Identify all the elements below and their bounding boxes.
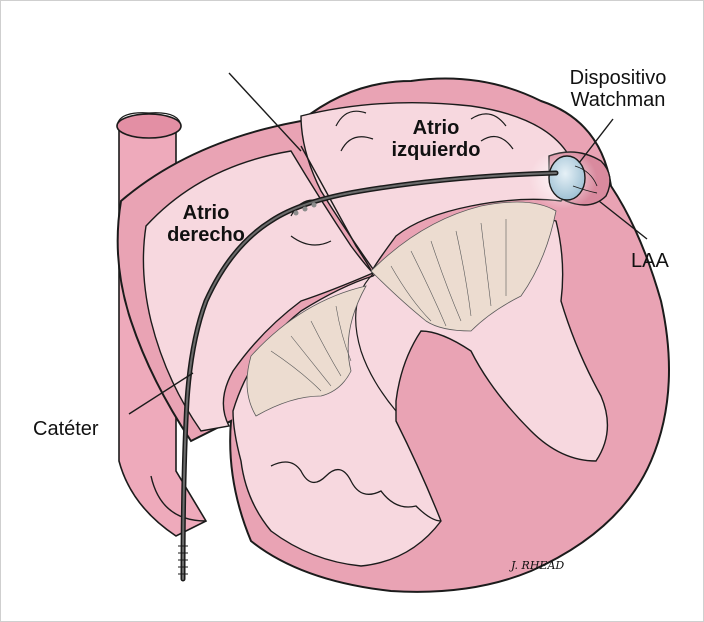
artist-signature: J. RHEAD — [511, 559, 564, 572]
label-watchman-line1: Dispositivo — [558, 67, 678, 89]
label-left-atrium: Atrio izquierdo — [391, 117, 481, 161]
puncture-dot — [294, 211, 299, 216]
puncture-dot — [303, 207, 308, 212]
label-right-atrium-line1: Atrio — [161, 202, 251, 224]
label-watchman-device: Dispositivo Watchman — [558, 67, 678, 111]
label-watchman-line2: Watchman — [558, 89, 678, 111]
label-left-atrium-line2: izquierdo — [391, 139, 481, 161]
label-catheter: Catéter — [33, 418, 99, 440]
label-left-atrium-line1: Atrio — [391, 117, 481, 139]
puncture-dot — [312, 203, 317, 208]
label-laa: LAA — [631, 250, 669, 272]
label-right-atrium-line2: derecho — [161, 224, 251, 246]
label-right-atrium: Atrio derecho — [161, 202, 251, 246]
